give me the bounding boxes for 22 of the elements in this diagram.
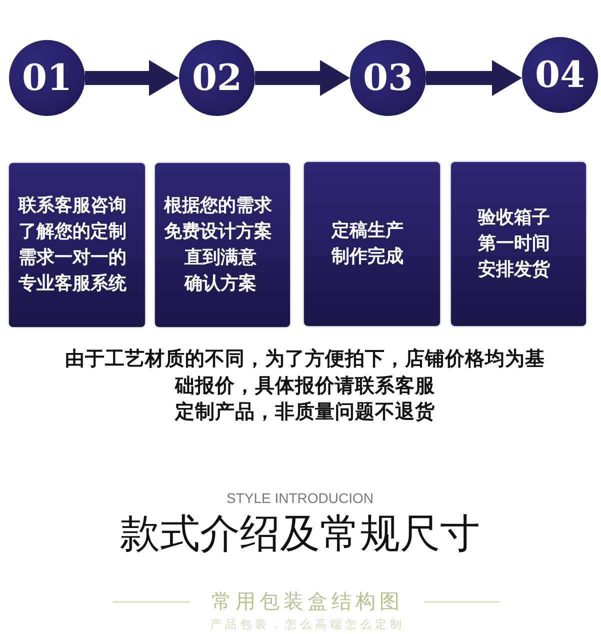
step-card — [304, 162, 440, 326]
section-title: 款式介绍及常规尺寸 — [119, 510, 481, 559]
arrow — [85, 60, 179, 96]
step-description: 联系客服咨询了解您的定制需求一对一的专业客服系统 — [18, 194, 128, 296]
step-card — [451, 162, 586, 326]
step-description: 根据您的需求免费设计方案 — [164, 194, 273, 244]
step-number: 02 — [192, 60, 242, 96]
step-description: 验收箱子第一时间安排发货 — [478, 206, 551, 282]
step-number: 01 — [22, 60, 72, 96]
section-tagline: 产品包装，怎么高端怎么定制 — [209, 616, 406, 632]
section-subtitle: STYLE INTRODUCION — [225, 489, 374, 507]
arrow — [426, 60, 522, 96]
step-description: 直到满意确认方案 — [183, 246, 258, 296]
note-text: 由于工艺材质的不同，为了方便拍下，店铺价格均为基础报价，具体报价请联系客服 — [64, 346, 546, 399]
note-text: 定制产品，非质量问题不退货 — [174, 399, 436, 425]
section-heading: 常用包装盒结构图 — [210, 588, 404, 614]
step-number: 04 — [534, 57, 586, 93]
arrow — [255, 60, 350, 96]
step-description: 定稿生产制作完成 — [332, 219, 404, 269]
step-card — [155, 163, 290, 327]
step-number: 03 — [362, 60, 414, 96]
step-card — [9, 163, 145, 327]
